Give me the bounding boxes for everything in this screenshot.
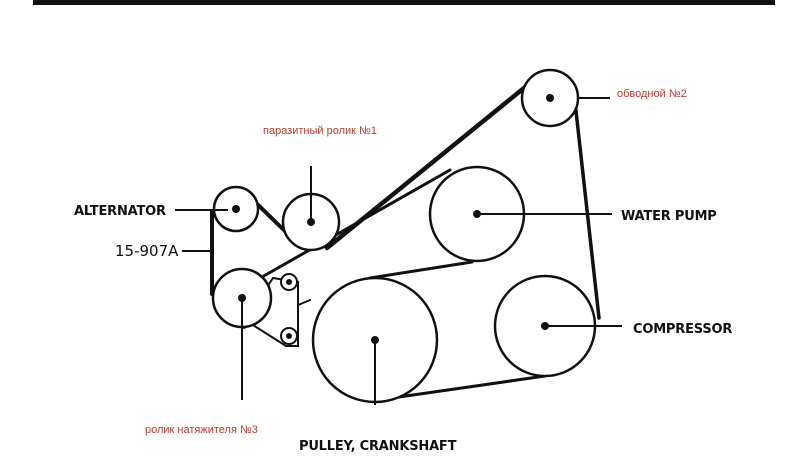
drive-belt	[210, 85, 601, 400]
tensioner-bracket	[243, 273, 299, 347]
bypass-pulley-2	[520, 68, 580, 128]
leader-lines	[175, 97, 622, 405]
label-water-pump: WATER PUMP	[621, 209, 717, 224]
top-border-bar	[33, 0, 775, 5]
label-crankshaft: PULLEY, CRANKSHAFT	[299, 439, 457, 454]
annotation-bypass-2: обводной №2	[617, 88, 687, 100]
label-alternator: ALTERNATOR	[74, 204, 166, 219]
annotation-tensioner-3: ролик натяжителя №3	[145, 424, 258, 436]
annotation-idler-1: паразитный ролик №1	[263, 125, 377, 137]
label-compressor: COMPRESSOR	[633, 322, 732, 337]
label-part-number: 15-907A	[115, 242, 179, 260]
